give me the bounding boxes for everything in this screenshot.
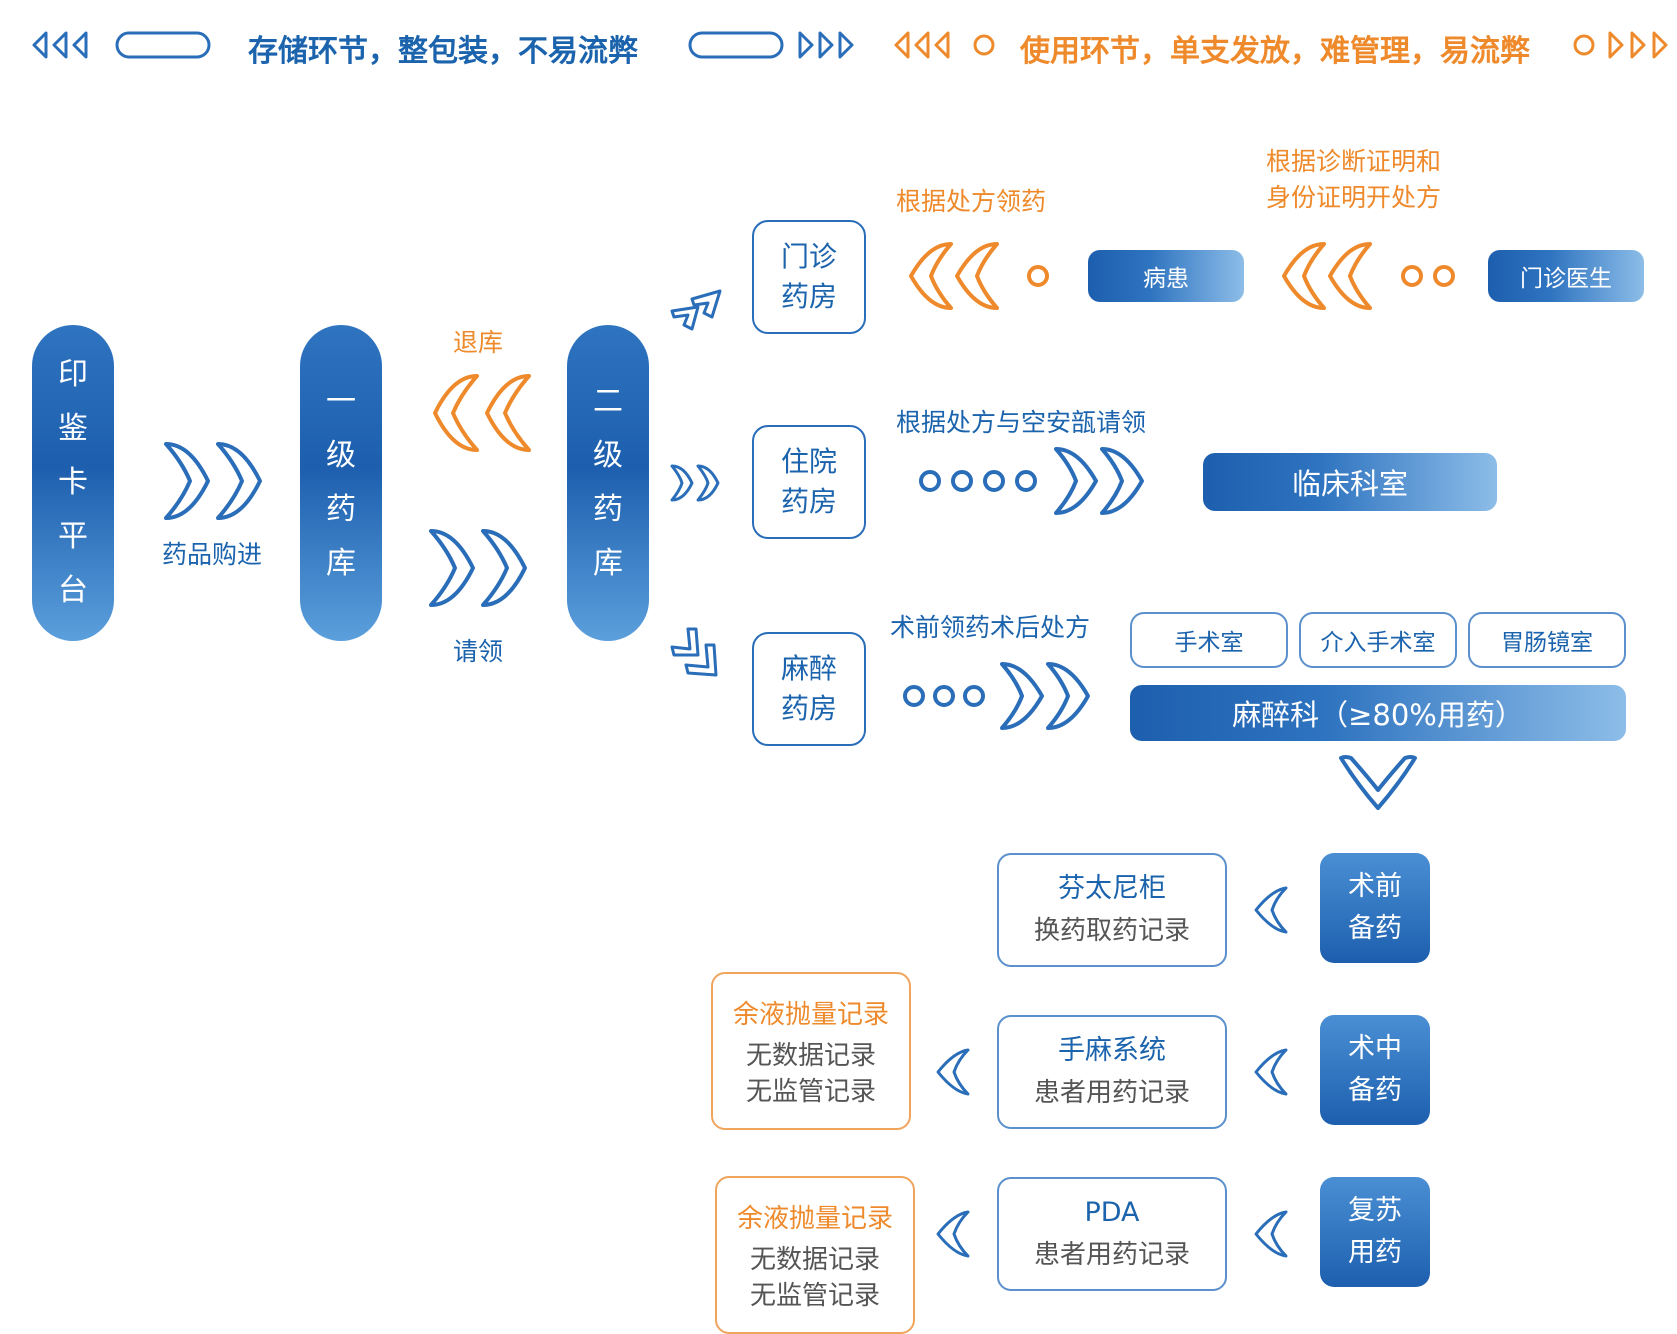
residual-back-icon-1 <box>936 1048 970 1096</box>
room-operating: 手术室 <box>1130 612 1288 668</box>
stage-intraop-box: 术中备药 <box>1320 1015 1430 1125</box>
outpatient-pharmacy-box: 门诊药房 <box>752 220 866 334</box>
room-interventional: 介入手术室 <box>1299 612 1457 668</box>
return-label: 退库 <box>453 328 504 357</box>
legend-orange-right-arrows-icon <box>1573 31 1668 59</box>
outpatient-doctor-label-line1: 根据诊断证明和 <box>1266 147 1442 176</box>
outpatient-doctor-label-line2: 身份证明开处方 <box>1266 183 1442 212</box>
request-arrows-icon <box>429 529 527 607</box>
anesthesiology-dept-box: 麻醉科（≥80%用药） <box>1130 685 1626 741</box>
legend-usage-text: 使用环节，单支发放，难管理，易流弊 <box>1020 34 1530 69</box>
doctor-back-arrows-icon <box>1282 242 1455 310</box>
branch-arrow-mid-icon <box>670 464 720 502</box>
inpatient-label: 根据处方与空安瓿请领 <box>896 408 1147 437</box>
legend-capsule-icon-2 <box>688 31 784 59</box>
record-box-fentanyl: 芬太尼柜换药取药记录 <box>997 853 1227 967</box>
branch-arrow-up-icon <box>670 289 722 331</box>
level2-warehouse-pill: 二级药库 <box>567 325 649 641</box>
anesthesia-pharmacy-box: 麻醉药房 <box>752 632 866 746</box>
request-label: 请领 <box>453 637 504 666</box>
record-box-anesthesia-system: 手麻系统患者用药记录 <box>997 1015 1227 1129</box>
anesthesia-arrows-icon <box>903 662 1090 730</box>
room-gastroscopy: 胃肠镜室 <box>1468 612 1626 668</box>
inpatient-arrows-icon <box>919 447 1144 515</box>
stage-preop-back-icon <box>1254 886 1288 934</box>
outpatient-label: 根据处方领药 <box>896 187 1047 216</box>
clinical-dept-box: 临床科室 <box>1203 453 1497 511</box>
purchase-arrows-icon <box>164 442 262 520</box>
stage-recovery-box: 复苏用药 <box>1320 1177 1430 1287</box>
patient-box: 病患 <box>1088 250 1244 302</box>
stage-intraop-back-icon <box>1254 1048 1288 1096</box>
legend-left-arrows-icon <box>32 31 88 59</box>
stage-preop-box: 术前备药 <box>1320 853 1430 963</box>
outpatient-back-arrows-icon <box>909 242 1049 310</box>
branch-arrow-down-icon <box>670 627 718 677</box>
platform-pill: 印鉴卡平台 <box>32 325 114 641</box>
stage-recovery-back-icon <box>1254 1210 1288 1258</box>
legend-capsule-icon <box>115 31 211 59</box>
level1-warehouse-pill: 一级药库 <box>300 325 382 641</box>
chevron-down-icon <box>1339 755 1417 810</box>
legend-orange-left-arrows-icon <box>894 31 995 59</box>
legend-storage-text: 存储环节，整包装，不易流弊 <box>248 34 638 69</box>
legend-right-arrows-icon <box>798 31 854 59</box>
return-arrows-icon <box>433 374 531 452</box>
purchase-label: 药品购进 <box>162 540 263 569</box>
residual-record-box-1: 余液抛量记录 无数据记录无监管记录 <box>711 972 911 1130</box>
outpatient-doctor-box: 门诊医生 <box>1488 250 1644 302</box>
residual-record-box-2: 余液抛量记录 无数据记录无监管记录 <box>715 1176 915 1334</box>
inpatient-pharmacy-box: 住院药房 <box>752 425 866 539</box>
anesthesia-label: 术前领药术后处方 <box>890 613 1091 642</box>
residual-back-icon-2 <box>936 1210 970 1258</box>
